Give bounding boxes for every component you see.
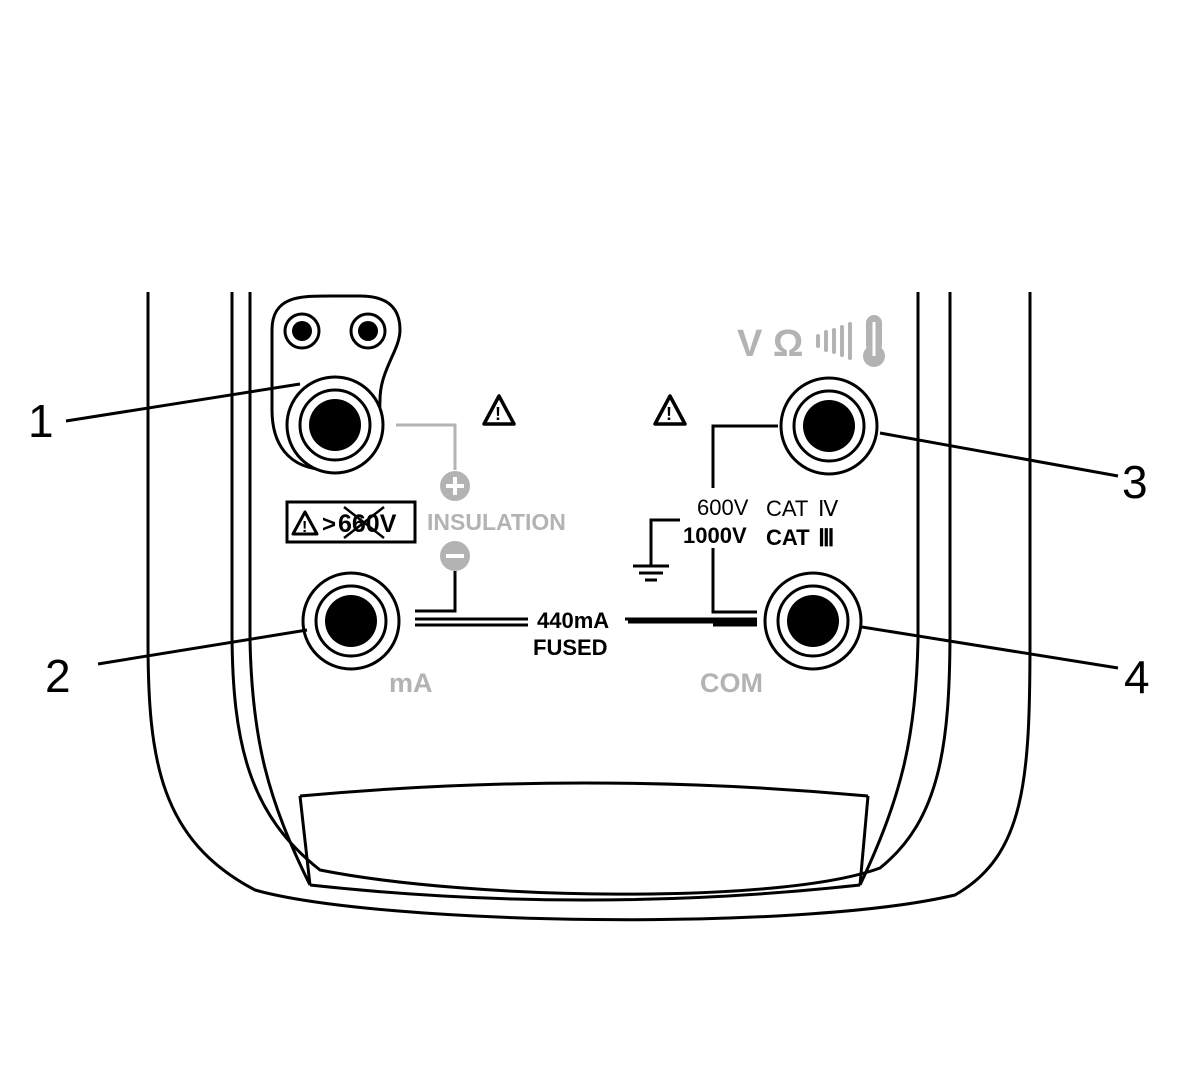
cat-line1-cat: CAT (766, 496, 808, 521)
insulation-plus-icon (440, 471, 470, 501)
cat-line1-voltage: 600V (697, 495, 749, 520)
overvoltage-warning-box: ! > 660V (285, 500, 417, 544)
fuse-current-label: 440mA (537, 608, 609, 633)
meter-body-outline (146, 292, 1032, 922)
callout-leaders (65, 382, 1119, 670)
terminal-jack-3-v-ohm[interactable] (779, 376, 879, 476)
terminal-jack-1[interactable] (285, 375, 385, 475)
cat-line2-class: Ⅲ (818, 525, 835, 552)
small-jack-left[interactable] (283, 312, 321, 350)
ground-icon (633, 518, 680, 582)
warning-triangle-icon: ! (291, 510, 319, 536)
terminal-jack-2-ma[interactable] (301, 571, 401, 671)
callout-2: 2 (45, 650, 71, 702)
small-jack-right[interactable] (349, 312, 387, 350)
callout-1: 1 (28, 395, 54, 447)
insulation-label: INSULATION (427, 509, 566, 535)
insulation-wiring (396, 423, 457, 470)
function-symbols: V Ω (737, 323, 803, 365)
com-label: COM (700, 668, 763, 698)
continuity-beeper-icon (816, 322, 852, 360)
callout-4: 4 (1124, 651, 1150, 703)
warning-prefix: > (322, 511, 336, 538)
fuse-bus (625, 617, 757, 627)
callout-3: 3 (1122, 456, 1148, 508)
warning-triangle-icon: ! (653, 394, 687, 426)
fuse-word-label: FUSED (533, 635, 608, 660)
com-wiring (711, 424, 778, 614)
cat-line2-cat: CAT (766, 525, 810, 550)
terminal-jack-4-com[interactable] (763, 571, 863, 671)
cat-line2-voltage: 1000V (683, 523, 747, 548)
cat-line1-class: Ⅳ (818, 496, 839, 521)
svg-text:!: ! (302, 519, 307, 536)
ma-wiring (415, 571, 757, 627)
thermometer-icon (863, 315, 885, 367)
svg-text:!: ! (666, 404, 672, 424)
svg-text:!: ! (495, 404, 501, 424)
ma-label: mA (389, 668, 433, 698)
warning-triangle-icon: ! (482, 394, 516, 426)
insulation-minus-icon (440, 541, 470, 571)
